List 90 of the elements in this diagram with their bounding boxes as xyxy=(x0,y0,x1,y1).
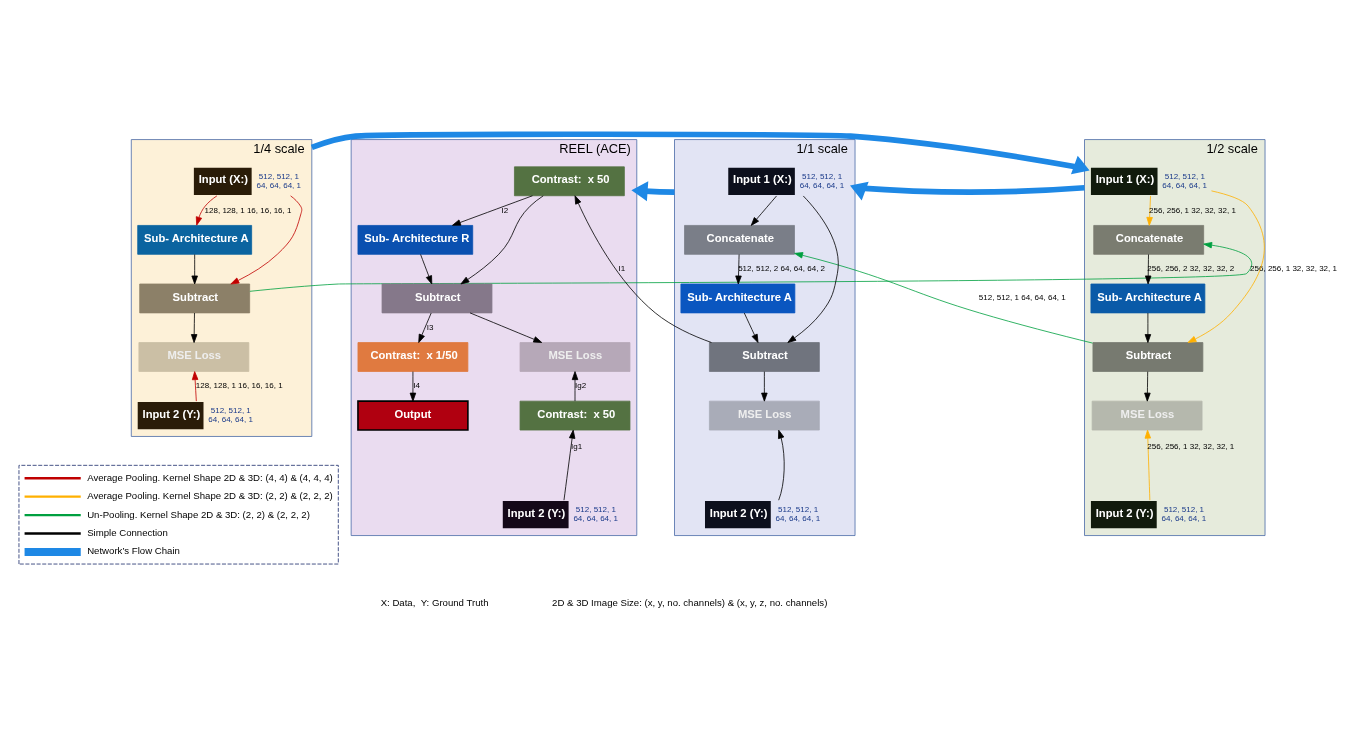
arrow xyxy=(1144,312,1152,343)
node-box: Sub- Architecture A xyxy=(1090,283,1206,313)
edge-label: 128, 128, 1 16, 16, 16, 1 xyxy=(195,380,283,390)
node-box: MSE Loss xyxy=(138,341,250,372)
node-box: Sub- Architecture A xyxy=(137,224,253,255)
node-label: 512, 512, 1 xyxy=(575,504,616,514)
arrow xyxy=(794,251,1093,343)
edge-label: Ig1 xyxy=(571,441,583,451)
arrow xyxy=(1145,253,1152,284)
arrow xyxy=(420,253,433,284)
node-label: 64, 64, 64, 1 xyxy=(208,414,253,424)
node-label: 64, 64, 64, 1 xyxy=(573,513,618,523)
legend-label: Network’s Flow Chain xyxy=(87,544,180,556)
node-box: Sub- Architecture A xyxy=(680,283,796,313)
arrow xyxy=(750,195,777,226)
arrow xyxy=(195,194,218,226)
node-box: Input (X:) xyxy=(193,167,252,195)
arrow xyxy=(778,429,785,501)
edge-label: I2 xyxy=(501,205,509,215)
node-box: MSE Loss xyxy=(1091,400,1203,430)
arrow xyxy=(1144,429,1151,501)
arrow xyxy=(761,370,768,402)
node-box: MSE Loss xyxy=(519,341,631,372)
edge-label: I1 xyxy=(618,263,626,273)
node-box: Sub- Architecture R xyxy=(357,224,474,255)
arrow xyxy=(1187,189,1265,343)
arrow xyxy=(191,253,198,284)
node-box: Subtract xyxy=(139,283,251,313)
node-box: Subtract xyxy=(1092,341,1204,372)
node-box: Subtract xyxy=(709,341,820,372)
arrow xyxy=(418,312,432,343)
arrow xyxy=(469,312,543,343)
node-box: Input 2 (Y:) xyxy=(502,500,569,528)
node-box: Subtract xyxy=(381,283,493,313)
node-box: Contrast: x 50 xyxy=(519,400,631,430)
node-label: 64, 64, 64, 1 xyxy=(799,180,845,190)
arrow xyxy=(735,253,742,284)
legend-label: Simple Connection xyxy=(87,526,168,538)
node-box: Input 2 (Y:) xyxy=(705,500,771,528)
node-box: MSE Loss xyxy=(709,400,820,430)
edge-label: 128, 128, 1 16, 16, 16, 1 xyxy=(204,205,292,215)
edge-label: 512, 512, 1 64, 64, 64, 1 xyxy=(978,292,1066,302)
arrow xyxy=(1144,370,1151,402)
arrow xyxy=(574,194,712,343)
label: X: Data, Y: Ground Truth xyxy=(380,596,489,608)
edge-label: 256, 256, 1 32, 32, 32, 1 xyxy=(1250,263,1337,273)
arrow xyxy=(631,180,675,201)
node-box: Input 2 (Y:) xyxy=(1090,500,1157,528)
arrow xyxy=(743,312,759,343)
arrow xyxy=(409,370,417,402)
node-label: 512, 512, 1 xyxy=(1164,171,1205,181)
legend-label: Average Pooling. Kernel Shape 2D & 3D: (4, 4) & (4, 4, 4) xyxy=(87,471,333,483)
node-label: 512, 512, 1 xyxy=(778,504,819,514)
arrow xyxy=(787,195,839,343)
edge-label: 256, 256, 2 32, 32, 32, 2 xyxy=(1147,263,1235,273)
arrow xyxy=(1146,195,1153,226)
node-box: Concatenate xyxy=(1093,224,1205,255)
node-box: Concatenate xyxy=(684,224,795,255)
edge-label: 256, 256, 1 32, 32, 32, 1 xyxy=(1147,441,1235,451)
edge-label: 256, 256, 1 32, 32, 32, 1 xyxy=(1148,205,1236,215)
arrow xyxy=(191,312,198,343)
node-label: 64, 64, 64, 1 xyxy=(1162,180,1207,190)
arrow xyxy=(850,181,1085,200)
node-label: 512, 512, 1 xyxy=(258,171,299,181)
edge-label: Ig2 xyxy=(575,380,587,390)
node-label: 512, 512, 1 xyxy=(1163,504,1205,514)
node-label: 64, 64, 64, 1 xyxy=(1161,513,1207,523)
node-box: Output xyxy=(357,399,469,431)
arrow xyxy=(460,194,544,284)
node-label: 64, 64, 64, 1 xyxy=(256,180,302,190)
arrow xyxy=(191,370,199,402)
node-box: Contrast: x 50 xyxy=(514,165,625,196)
node-box: Input 1 (X:) xyxy=(1090,167,1158,195)
edge-label: I4 xyxy=(413,380,420,390)
node-label: 512, 512, 1 xyxy=(210,405,251,415)
legend-label: Average Pooling. Kernel Shape 2D & 3D: (2, 2) & (2, 2, 2) xyxy=(87,489,333,501)
legend-label: Un-Pooling. Kernel Shape 2D & 3D: (2, 2) & (2, 2, 2) xyxy=(87,508,310,520)
edge-label: I3 xyxy=(426,322,434,332)
node-label: 64, 64, 64, 1 xyxy=(775,513,821,523)
node-box: Input 2 (Y:) xyxy=(137,401,204,429)
arrow xyxy=(571,370,579,402)
label: 2D & 3D Image Size: (x, y, no. channels) & (x, y, z, no. channels) xyxy=(552,596,828,608)
arrow xyxy=(230,195,303,284)
node-box: Input 1 (X:) xyxy=(728,167,795,195)
node-box: Contrast: x 1/50 xyxy=(357,341,469,372)
arrow xyxy=(310,131,1090,174)
arrow xyxy=(452,194,533,226)
arrow xyxy=(563,429,576,501)
arrow xyxy=(249,241,1253,292)
node-label: 512, 512, 1 xyxy=(802,171,843,181)
